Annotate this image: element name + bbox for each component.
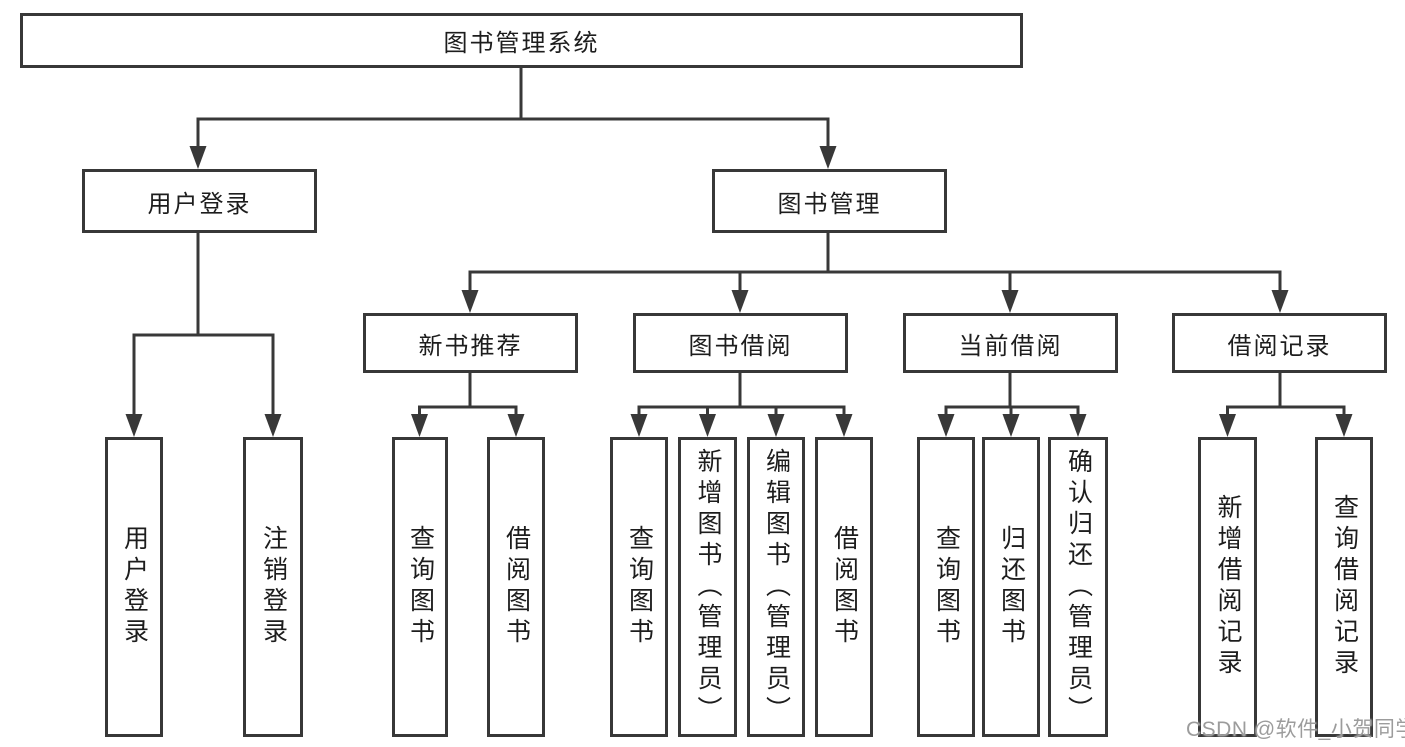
leaf-user-login-label: 用户登录 [120,525,149,649]
leaf-logout: 注销登录 [243,437,303,737]
leaf-confirm-return-admin: 确认归还（管理员） [1048,437,1108,737]
leaf-user-login: 用户登录 [105,437,163,737]
node-user-login: 用户登录 [82,169,317,233]
leaf-confirm-return-admin-label: 确认归还（管理员） [1064,447,1093,727]
leaf-query-books-recommend-label: 查询图书 [406,525,435,649]
node-current-borrow-label: 当前借阅 [958,332,1063,360]
node-current-borrow: 当前借阅 [903,313,1118,373]
leaf-query-books-borrow-label: 查询图书 [625,525,654,649]
leaf-query-books-recommend: 查询图书 [392,437,448,737]
leaf-add-borrow-record: 新增借阅记录 [1198,437,1257,737]
leaf-query-books-current: 查询图书 [917,437,975,737]
leaf-query-borrow-record-label: 查询借阅记录 [1330,494,1359,680]
node-library-system-label: 图书管理系统 [443,30,600,57]
leaf-add-borrow-record-label: 新增借阅记录 [1214,494,1242,680]
node-book-borrow: 图书借阅 [633,313,848,373]
node-borrow-records: 借阅记录 [1172,313,1387,373]
node-book-borrow-label: 图书借阅 [688,332,793,360]
leaf-edit-books-admin-label: 编辑图书（管理员） [762,447,791,727]
leaf-query-books-borrow: 查询图书 [610,437,668,737]
leaf-query-borrow-record: 查询借阅记录 [1315,437,1373,737]
leaf-borrow-books-recommend: 借阅图书 [487,437,545,737]
leaf-borrow-books: 借阅图书 [815,437,873,737]
leaf-query-books-current-label: 查询图书 [932,525,961,649]
node-library-system: 图书管理系统 [20,13,1023,68]
node-book-management: 图书管理 [712,169,947,233]
leaf-edit-books-admin: 编辑图书（管理员） [747,437,805,737]
node-user-login-label: 用户登录 [147,190,252,218]
leaf-add-books-admin: 新增图书（管理员） [678,437,737,737]
leaf-logout-label: 注销登录 [259,525,288,649]
leaf-return-books-label: 归还图书 [997,525,1026,649]
node-borrow-records-label: 借阅记录 [1227,332,1332,360]
csdn-watermark: CSDN @软件_小贺同学 [1186,718,1405,741]
leaf-borrow-books-recommend-label: 借阅图书 [502,525,531,649]
leaf-borrow-books-label: 借阅图书 [830,525,859,649]
leaf-add-books-admin-label: 新增图书（管理员） [694,447,722,727]
node-new-book-recommend: 新书推荐 [363,313,578,373]
node-book-management-label: 图书管理 [777,190,882,218]
leaf-return-books: 归还图书 [982,437,1040,737]
node-new-book-recommend-label: 新书推荐 [418,332,523,360]
